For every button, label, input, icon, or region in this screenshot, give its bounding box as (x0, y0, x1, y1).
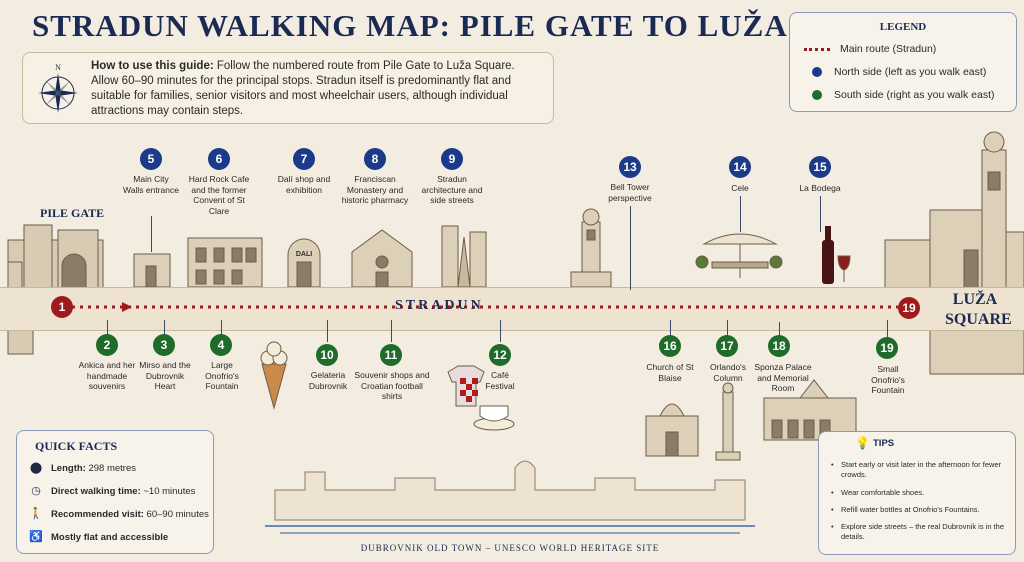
how-to-panel: N How to use this guide: Follow the numb… (22, 52, 554, 124)
wheelchair-icon: ♿ (29, 531, 43, 543)
stop-marker-3[interactable]: 3 (153, 334, 175, 356)
stop-marker-17[interactable]: 17 (716, 335, 738, 357)
stop-marker-2[interactable]: 2 (96, 334, 118, 356)
stop-label-18: Sponza Palace and Memorial Room (754, 362, 812, 393)
pile-gate-label: PILE GATE (40, 206, 105, 220)
wine-bottle-illustration (822, 226, 851, 284)
lightbulb-icon: 💡 (855, 436, 870, 450)
quick-facts-panel: QUICK FACTS ⬤Length: 298 metres ◷Direct … (16, 430, 214, 554)
stop-label-3: Mirso and the Dubrovnik Heart (139, 360, 191, 391)
tip-item: Wear comfortable shoes. (831, 488, 1007, 498)
fact-accessibility: ♿Mostly flat and accessible (29, 531, 169, 543)
cafe-umbrella-illustration (695, 233, 783, 278)
stop-marker-start[interactable]: 1 (51, 296, 73, 318)
stop-label-17: Orlando's Column (709, 362, 747, 383)
how-to-body: Follow the numbered route from Pile Gate… (91, 60, 515, 117)
stop-label-13: Bell Tower perspective (608, 182, 652, 203)
dali-sign-text: DALI (296, 251, 312, 258)
stop-marker-10[interactable]: 10 (316, 344, 338, 366)
legend-item-north: North side (left as you walk east) (804, 66, 986, 78)
legend-item-route: Main route (Stradun) (804, 43, 936, 55)
old-town-panorama-illustration (265, 460, 755, 534)
stop-marker-9[interactable]: 9 (441, 148, 463, 170)
stop-marker-18[interactable]: 18 (768, 335, 790, 357)
compass-icon: N (38, 63, 78, 113)
stop-marker-7[interactable]: 7 (293, 148, 315, 170)
stop-marker-14[interactable]: 14 (729, 156, 751, 178)
stop-marker-19[interactable]: 19 (876, 337, 898, 359)
stop-marker-15[interactable]: 15 (809, 156, 831, 178)
stop-marker-4[interactable]: 4 (210, 334, 232, 356)
page-title: STRADUN WALKING MAP: PILE GATE TO LUŽA S… (32, 8, 930, 43)
bell-tower-illustration (570, 208, 612, 288)
stop-label-19: Small Onofrio's Fountain (871, 364, 905, 395)
stop-marker-13[interactable]: 13 (619, 156, 641, 178)
stop-label-15: La Bodega (799, 183, 841, 193)
coffee-cup-illustration (473, 405, 515, 431)
church-st-blaise-illustration (645, 403, 699, 457)
footer-caption: DUBROVNIK OLD TOWN – UNESCO WORLD HERITA… (360, 543, 660, 553)
street-name-label: STRADUN (395, 298, 484, 313)
stop-label-10: Gelateria Dubrovnik (308, 370, 348, 391)
fact-length: ⬤Length: 298 metres (29, 462, 136, 474)
walker-icon: 🚶 (29, 508, 43, 520)
south-dot-swatch (812, 90, 822, 101)
quick-facts-title: QUICK FACTS (35, 439, 118, 453)
convent-illustration (187, 237, 263, 288)
stop-label-12: Café Festival (485, 370, 515, 391)
fact-walking-time: ◷Direct walking time: ~10 minutes (29, 484, 195, 497)
side-street-illustration (441, 225, 487, 288)
stop-label-8: Franciscan Monastery and historic pharma… (341, 174, 409, 205)
stop-label-16: Church of St Blaise (646, 362, 694, 383)
stop-marker-8[interactable]: 8 (364, 148, 386, 170)
tip-item: Start early or visit later in the aftern… (831, 460, 1007, 480)
stop-label-6: Hard Rock Cafe and the former Convent of… (188, 174, 250, 216)
stop-marker-12[interactable]: 12 (489, 344, 511, 366)
stop-marker-5[interactable]: 5 (140, 148, 162, 170)
stop-label-4: Large Onofrio's Fountain (205, 360, 239, 391)
map-pin-icon: ⬤ (29, 462, 43, 474)
dali-shop-illustration (287, 238, 321, 288)
stop-marker-11[interactable]: 11 (380, 344, 402, 366)
ice-cream-illustration (260, 341, 288, 410)
football-shirt-illustration (447, 365, 485, 407)
stop-label-9: Stradun architecture and side streets (421, 174, 483, 205)
orlando-column-illustration (715, 382, 741, 461)
legend-item-south: South side (right as you walk east) (804, 89, 995, 101)
legend-panel: LEGEND Main route (Stradun) North side (… (789, 12, 1017, 112)
stop-label-14: Cele (731, 183, 749, 193)
how-to-lead: How to use this guide: (91, 60, 214, 72)
clock-icon: ◷ (31, 485, 41, 497)
tips-panel: 💡 TIPS Start early or visit later in the… (818, 431, 1016, 555)
stop-marker-16[interactable]: 16 (659, 335, 681, 357)
stop-marker-6[interactable]: 6 (208, 148, 230, 170)
stradun-street (0, 287, 1024, 331)
north-dot-swatch (812, 67, 822, 78)
tip-item: Explore side streets – the real Dubrovni… (831, 522, 1007, 542)
legend-title: LEGEND (879, 21, 927, 33)
compass-north-letter: N (55, 63, 61, 72)
tips-title: TIPS (873, 438, 895, 449)
stop-label-11: Souvenir shops and Croatian football shi… (354, 370, 430, 401)
walls-entrance-illustration (133, 253, 171, 288)
stop-label-7: Dalí shop and exhibition (277, 174, 331, 195)
fact-recommended-visit: 🚶Recommended visit: 60–90 minutes (29, 508, 209, 520)
stop-label-5: Main City Walls entrance (123, 174, 179, 195)
stop-marker-end[interactable]: 19 (898, 297, 920, 319)
how-to-text: How to use this guide: Follow the number… (91, 59, 541, 119)
stop-label-2: Ankica and her handmade souvenirs (78, 360, 136, 391)
tip-item: Refill water bottles at Onofrio's Founta… (831, 505, 1007, 515)
route-line-swatch (804, 47, 830, 51)
